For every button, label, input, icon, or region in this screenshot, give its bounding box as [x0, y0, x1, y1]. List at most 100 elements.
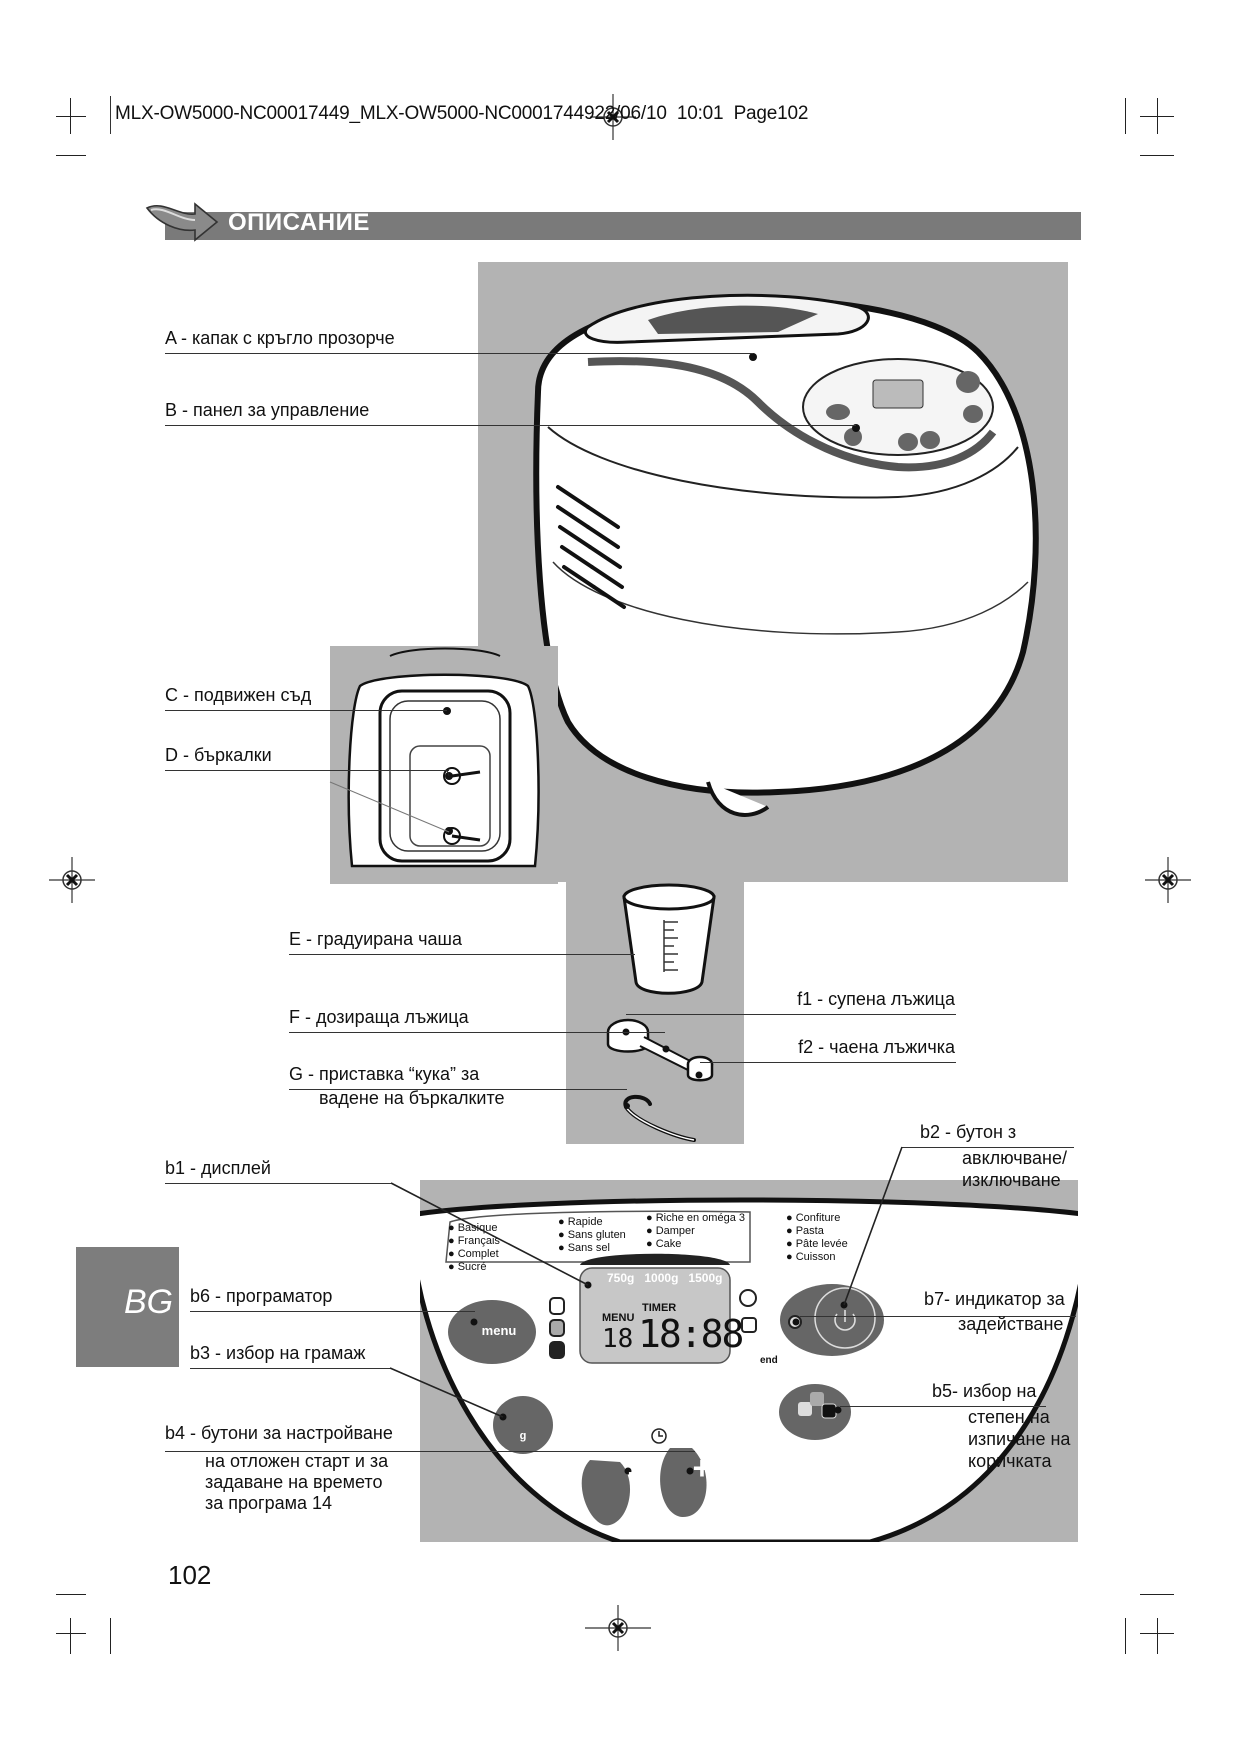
label-b7-line2: задействане: [958, 1314, 1064, 1334]
leader-line: [165, 425, 856, 426]
program-name: Sans sel: [567, 1242, 610, 1254]
program-item: ● Cuisson: [786, 1251, 836, 1263]
label-part-c: C - подвижен съд: [165, 685, 312, 705]
program-name: Pasta: [795, 1225, 824, 1237]
program-col-2: ● Rapide ● Sans gluten ● Sans sel: [558, 1216, 626, 1255]
label-b4-line2: на отложен старт и за: [205, 1451, 389, 1471]
leader-line: [289, 1032, 665, 1033]
crop-mark: [56, 1594, 86, 1595]
crop-mark: [1125, 98, 1126, 134]
leader-line: [626, 1014, 956, 1015]
program-name: Cuisson: [795, 1251, 836, 1263]
weight-1000: 1000g: [644, 1271, 679, 1285]
program-name: Confiture: [795, 1212, 841, 1224]
label-b2-line3: изключване: [962, 1170, 1061, 1190]
weight-1500: 1500g: [688, 1271, 723, 1285]
menu-button[interactable]: menu: [481, 1323, 517, 1338]
accessories-illustration: [606, 883, 716, 1142]
menu-digits: 18: [602, 1324, 634, 1354]
timer-label: TIMER: [642, 1302, 677, 1314]
label-part-b: B - панел за управление: [165, 400, 370, 420]
registration-mark-icon: [1145, 857, 1191, 903]
leader-line: [902, 1147, 1074, 1148]
label-b5-line1: b5- избор на: [932, 1381, 1037, 1401]
program-name: Basique: [457, 1222, 498, 1234]
section-title: ОПИСАНИЕ: [228, 209, 370, 236]
print-time: 10:01: [676, 103, 724, 124]
leader-line: [165, 1183, 391, 1184]
program-item: ● Cake: [646, 1238, 682, 1250]
label-part-d: D - бъркалки: [165, 745, 272, 765]
program-item: ● Sans sel: [558, 1242, 610, 1254]
label-b7-line1: b7- индикатор за: [924, 1289, 1065, 1309]
leader-line: [165, 1451, 695, 1452]
minus-button[interactable]: −: [627, 1458, 645, 1489]
weight-button[interactable]: g: [519, 1430, 527, 1442]
program-name: Français: [457, 1235, 500, 1247]
header-divider: [110, 96, 111, 134]
weight-options: 750g 1000g 1500g: [607, 1271, 722, 1285]
registration-mark-icon: [49, 857, 95, 903]
print-date: 22/06/10: [594, 103, 667, 124]
program-name: Sans gluten: [567, 1229, 626, 1241]
leader-line: [165, 770, 449, 771]
crop-mark: [56, 1633, 86, 1634]
crop-mark: [1140, 155, 1174, 156]
label-part-f2: f2 - чаена лъжичка: [798, 1037, 955, 1057]
program-name: Damper: [655, 1225, 695, 1237]
page-number: 102: [168, 1560, 212, 1590]
label-b2-line1: b2 - бутон з: [920, 1122, 1017, 1142]
label-part-g-line1: G - приставка “кука” за: [289, 1064, 480, 1084]
label-b4-line4: за програма 14: [205, 1493, 333, 1513]
program-item: ● Damper: [646, 1225, 695, 1237]
registration-mark-icon: [585, 1605, 651, 1651]
program-col-4: ● Confiture ● Pasta ● Pâte levée ● Cuiss…: [786, 1212, 848, 1264]
label-part-f: F - дозираща лъжица: [289, 1007, 469, 1027]
label-part-a: A - капак с кръгло прозорче: [165, 328, 395, 348]
program-item: ● Complet: [448, 1248, 499, 1260]
program-item: ● Français: [448, 1235, 500, 1247]
lcd-display: TIMER MENU 18 18:88: [580, 1268, 744, 1363]
bread-machine-illustration: [533, 293, 1039, 817]
program-item: ● Riche en oméga 3: [646, 1212, 745, 1224]
label-part-e: E - градуирана чаша: [289, 929, 462, 949]
label-part-f1: f1 - супена лъжица: [797, 989, 955, 1009]
leader-line: [289, 1089, 627, 1090]
print-slug: MLX-OW5000-NC00017449_MLX-OW5000-NC00017…: [115, 103, 595, 124]
weight-750: 750g: [607, 1271, 635, 1285]
program-item: ● Sucré: [448, 1261, 487, 1273]
leader-line: [800, 1316, 1076, 1317]
program-item: ● Basique: [448, 1222, 498, 1234]
program-name: Complet: [457, 1248, 499, 1260]
program-name: Riche en oméga 3: [655, 1212, 745, 1224]
label-b2-line2: авключване/: [962, 1148, 1067, 1168]
pan-illustration: [347, 647, 540, 868]
end-label: end: [760, 1355, 778, 1366]
leader-line: [165, 710, 447, 711]
language-tab-label: BG: [124, 1283, 174, 1321]
label-b4-line3: задаване на времето: [205, 1472, 383, 1492]
label-b5-line2: степен на: [968, 1407, 1050, 1427]
leader-line: [190, 1368, 390, 1369]
program-item: ● Confiture: [786, 1212, 841, 1224]
crop-mark: [1157, 1618, 1158, 1654]
program-item: ● Pâte levée: [786, 1238, 848, 1250]
program-name: Rapide: [567, 1216, 603, 1228]
program-col-3: ● Riche en oméga 3 ● Damper ● Cake: [646, 1212, 745, 1251]
crop-mark: [70, 98, 71, 134]
crop-mark: [1140, 1594, 1174, 1595]
print-page: Page102: [733, 103, 809, 124]
leader-line: [289, 954, 635, 955]
program-item: ● Rapide: [558, 1216, 603, 1228]
crop-mark: [1125, 1618, 1126, 1654]
crop-mark: [110, 1618, 111, 1654]
time-digits: 18:88: [638, 1312, 744, 1356]
label-b1: b1 - дисплей: [165, 1158, 271, 1178]
program-name: Pâte levée: [795, 1238, 848, 1250]
label-part-g-line2: вадене на бъркалките: [319, 1088, 505, 1108]
leader-line: [165, 353, 753, 354]
program-col-1: ● Basique ● Français ● Complet ● Sucré: [448, 1222, 500, 1274]
label-b6: b6 - програматор: [190, 1286, 333, 1306]
registration-mark-icon: [590, 94, 636, 140]
plus-button[interactable]: +: [692, 1450, 712, 1486]
